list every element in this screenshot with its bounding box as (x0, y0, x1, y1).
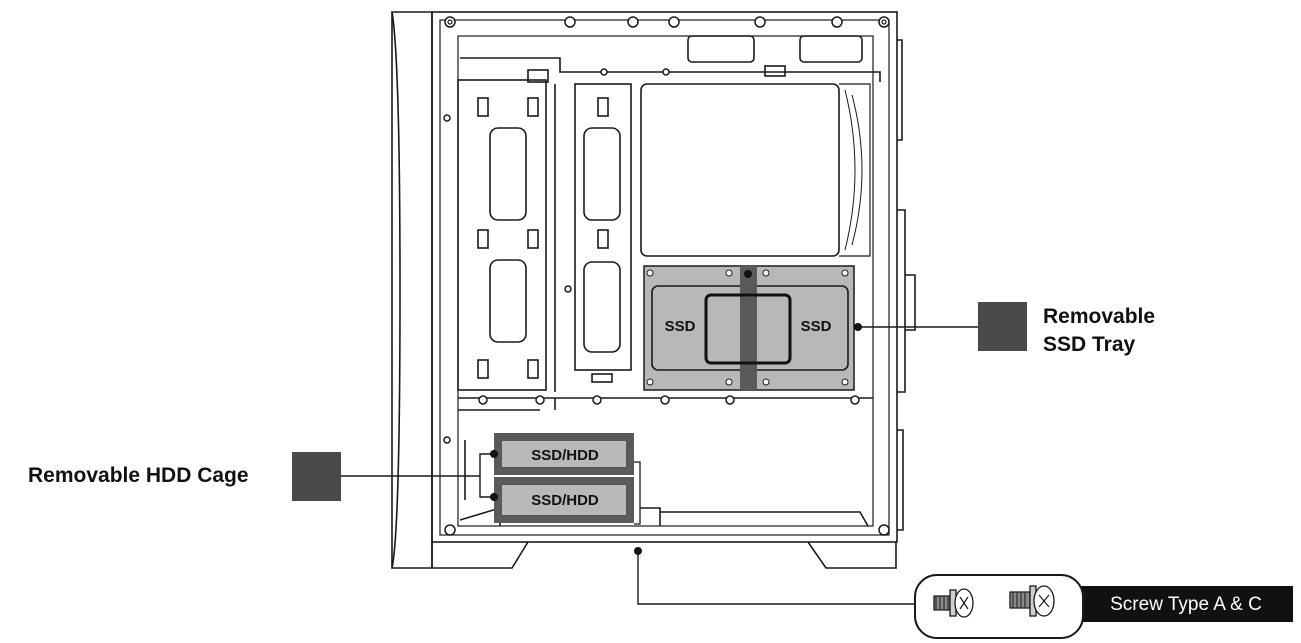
screw-type-bar (1060, 586, 1293, 622)
hdd-cage-marker (292, 452, 341, 501)
bay-top-tag: SSD/HDD (531, 447, 599, 464)
ssd-tray-label-line1: Removable (1043, 305, 1155, 328)
screw-c-icon (1009, 585, 1055, 617)
callout-hdd-cage: Removable HDD Cage (28, 452, 494, 501)
screw-a-icon (933, 588, 974, 618)
ssd-tray: SSD SSD (643, 265, 862, 391)
ssd-tray-marker (978, 302, 1027, 351)
ssd-left-tag: SSD (665, 318, 696, 335)
ssd-tray-label-line2: SSD Tray (1043, 333, 1136, 356)
callout-screw-type: Screw Type A & C (634, 547, 1293, 639)
case-screw-holes (443, 16, 890, 536)
callout-ssd-tray: Removable SSD Tray (858, 302, 1155, 356)
hdd-cage: SSD/HDD SSD/HDD (490, 433, 641, 525)
ssd-right-tag: SSD (801, 318, 832, 335)
bay-bottom-tag: SSD/HDD (531, 492, 599, 509)
screw-type-label: Screw Type A & C (1110, 594, 1262, 615)
hdd-cage-label: Removable HDD Cage (28, 464, 249, 487)
